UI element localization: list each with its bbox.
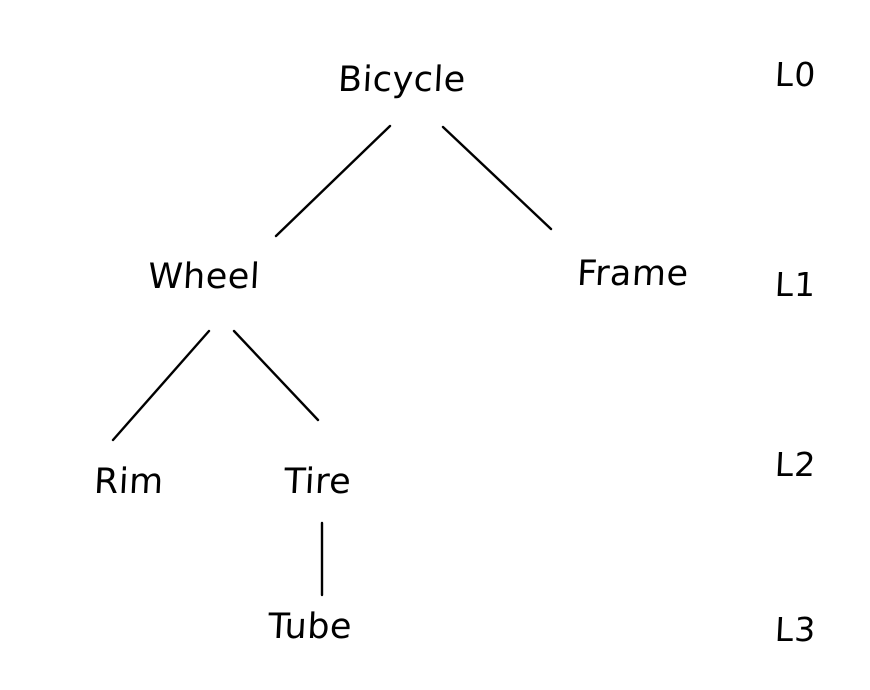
level-label-l0: L0 [773,55,818,94]
node-bicycle: Bicycle [336,60,467,100]
edge-bicycle-frame [441,125,553,231]
level-label-l3: L3 [773,610,818,649]
node-tire: Tire [282,462,353,502]
edge-wheel-rim [111,329,211,442]
node-frame: Frame [575,254,690,294]
node-wheel: Wheel [146,257,262,297]
edge-bicycle-wheel [274,124,392,238]
level-label-l2: L2 [773,445,818,484]
node-rim: Rim [92,462,165,502]
level-label-l1: L1 [773,265,818,304]
node-tube: Tube [266,607,354,647]
edge-wheel-tire [232,329,320,422]
